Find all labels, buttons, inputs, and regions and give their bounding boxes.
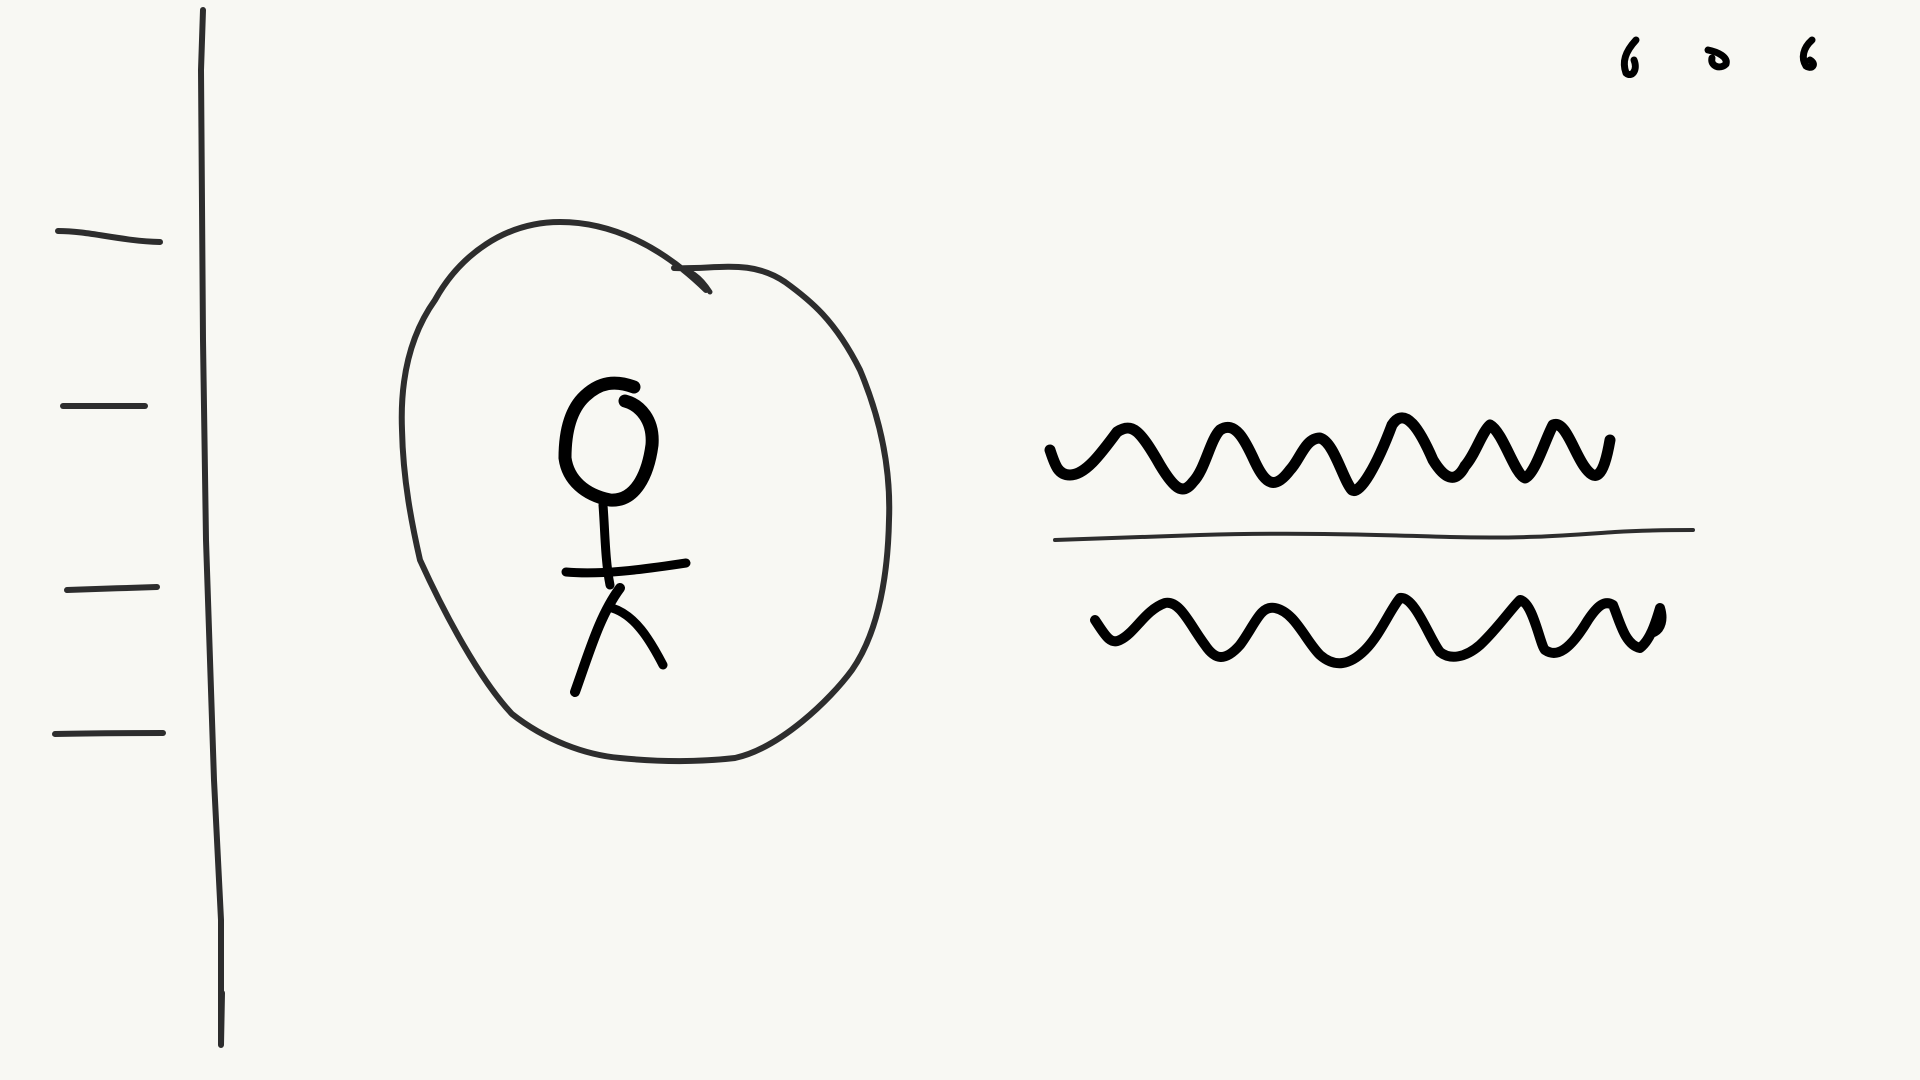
figure-head bbox=[558, 376, 659, 507]
wave-sketch bbox=[1044, 412, 1695, 669]
corner-mark-1 bbox=[1620, 36, 1640, 78]
corner-marks bbox=[1620, 36, 1817, 78]
divider-line bbox=[1053, 528, 1695, 542]
figure-left-leg bbox=[570, 583, 625, 697]
blob-outline bbox=[398, 219, 893, 764]
stick-figure bbox=[558, 376, 691, 697]
corner-mark-3 bbox=[1799, 36, 1817, 71]
tick-mark-1 bbox=[55, 228, 163, 245]
tick-mark-4 bbox=[52, 730, 166, 737]
blob-inner-hook bbox=[672, 263, 713, 295]
figure-body bbox=[598, 500, 615, 590]
ruler-sketch bbox=[52, 7, 225, 1048]
figure-arms bbox=[561, 558, 691, 578]
vertical-line bbox=[198, 7, 225, 1048]
corner-mark-2 bbox=[1704, 46, 1730, 71]
wave-line-top bbox=[1044, 412, 1616, 496]
blob-sketch bbox=[398, 219, 893, 764]
figure-right-leg bbox=[607, 603, 668, 670]
wave-line-bottom bbox=[1090, 593, 1667, 669]
tick-mark-3 bbox=[64, 584, 160, 593]
